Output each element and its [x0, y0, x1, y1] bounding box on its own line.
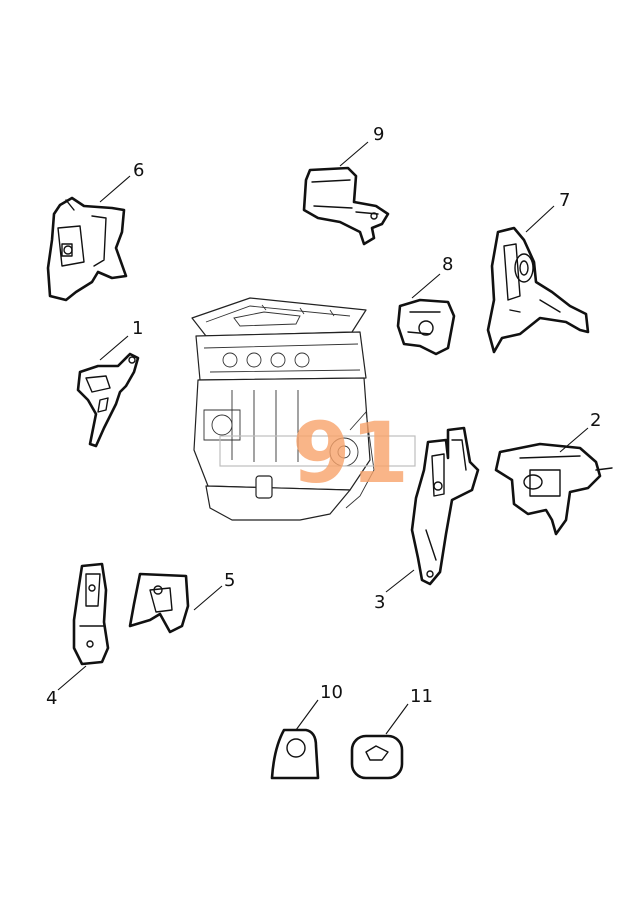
callout-9: 9: [373, 124, 384, 145]
watermark: 91: [219, 404, 416, 502]
callout-3: 3: [374, 592, 385, 613]
callout-4: 4: [46, 688, 57, 709]
leader-9: [339, 141, 369, 167]
leader-4: [57, 665, 87, 691]
part-1-bracket: [76, 352, 140, 448]
part-9-torque-rod: [302, 166, 390, 246]
callout-6: 6: [133, 160, 144, 181]
leader-lines: [57, 141, 589, 735]
part-10-gasket: [270, 728, 320, 780]
part-5-plate-bracket: [128, 572, 190, 634]
callout-5: 5: [224, 570, 235, 591]
callout-10: 10: [320, 682, 343, 703]
engine-assembly: [191, 297, 375, 521]
callout-2: 2: [590, 410, 601, 431]
part-11-gasket: [350, 734, 404, 780]
leader-5: [193, 585, 223, 611]
part-8-small-bracket: [396, 298, 456, 356]
watermark-text: 91: [292, 404, 409, 502]
leader-2: [559, 427, 589, 453]
leader-7: [525, 205, 555, 233]
leader-8: [411, 273, 441, 299]
leader-3: [385, 569, 415, 593]
part-4-tall-bracket: [72, 562, 110, 666]
callout-labels: 1 2 3 4 5 6 7 8 9 10 11: [46, 124, 601, 709]
leader-10: [295, 699, 319, 731]
part-2-transmission-mount: [494, 442, 613, 536]
leader-1: [99, 335, 129, 361]
part-6-engine-mount: [46, 196, 128, 302]
part-7-engine-mount-bracket: [486, 226, 590, 354]
callout-11: 11: [410, 686, 433, 707]
callout-7: 7: [559, 190, 570, 211]
part-3-long-bracket: [410, 426, 480, 586]
callout-1: 1: [132, 318, 143, 339]
callout-8: 8: [442, 254, 453, 275]
leader-11: [385, 703, 409, 735]
leader-6: [99, 175, 131, 203]
